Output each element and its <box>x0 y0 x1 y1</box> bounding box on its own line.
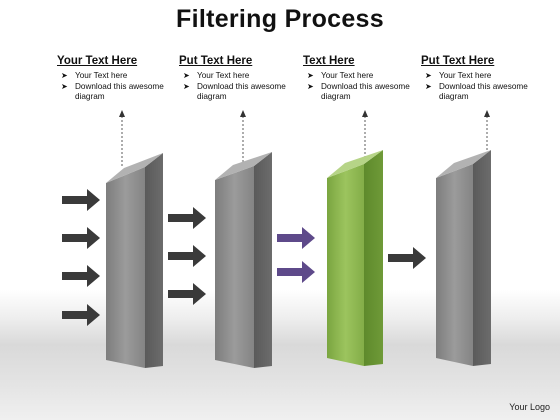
column-3: Text Here ➤Your Text here ➤Download this… <box>303 55 433 103</box>
leader-arrowhead-1 <box>119 110 125 117</box>
bullet-item: ➤Your Text here <box>183 71 250 80</box>
arrow-bullet-icon: ➤ <box>61 81 68 91</box>
arrow-icon <box>168 207 206 229</box>
page-title: Filtering Process <box>176 5 384 33</box>
bullet-item: ➤Download this awesome diagram <box>307 81 410 102</box>
bullet-item: ➤Your Text here <box>425 71 492 80</box>
filter-panel-4 <box>436 150 491 366</box>
arrow-bullet-icon: ➤ <box>307 71 314 80</box>
arrow-icon <box>62 304 100 326</box>
column-heading: Put Text Here <box>179 55 253 67</box>
arrow-icon <box>62 189 100 211</box>
arrow-bullet-icon: ➤ <box>425 71 432 80</box>
bullet-item: ➤Download this awesome diagram <box>61 81 164 102</box>
bullet-item: ➤Download this awesome diagram <box>425 81 528 102</box>
leader-arrowhead-4 <box>484 110 490 117</box>
arrow-icon <box>62 265 100 287</box>
filter-panel-1 <box>106 153 163 368</box>
arrow-icon <box>277 261 315 283</box>
leader-arrowheads <box>119 110 490 117</box>
arrows-filter-3 <box>277 227 315 283</box>
column-heading: Text Here <box>303 55 355 67</box>
column-4: Put Text Here ➤Your Text here ➤Download … <box>421 55 551 103</box>
filter-panel-2 <box>215 152 272 368</box>
arrows-filter-1 <box>62 189 100 326</box>
arrow-bullet-icon: ➤ <box>61 71 68 80</box>
bullet-item: ➤Your Text here <box>61 71 128 80</box>
arrows-filter-2 <box>168 207 206 305</box>
arrow-icon <box>388 247 426 269</box>
arrow-icon <box>168 283 206 305</box>
arrow-bullet-icon: ➤ <box>425 81 432 91</box>
leader-arrowhead-2 <box>240 110 246 117</box>
column-heading: Your Text Here <box>57 55 138 67</box>
filter-panel-3 <box>327 150 383 366</box>
leader-lines <box>121 116 488 166</box>
arrow-icon <box>168 245 206 267</box>
bullet-item: ➤Download this awesome diagram <box>183 81 286 102</box>
arrow-bullet-icon: ➤ <box>307 81 314 91</box>
arrow-bullet-icon: ➤ <box>183 81 190 91</box>
arrows-filter-4 <box>388 247 426 269</box>
column-heading: Put Text Here <box>421 55 495 67</box>
column-2: Put Text Here ➤Your Text here ➤Download … <box>179 55 309 103</box>
arrow-bullet-icon: ➤ <box>183 71 190 80</box>
logo-text: Your Logo <box>509 402 550 412</box>
arrow-icon <box>62 227 100 249</box>
column-1: Your Text Here ➤Your Text here ➤Download… <box>57 55 187 103</box>
leader-arrowhead-3 <box>362 110 368 117</box>
bullet-item: ➤Your Text here <box>307 71 374 80</box>
arrow-icon <box>277 227 315 249</box>
